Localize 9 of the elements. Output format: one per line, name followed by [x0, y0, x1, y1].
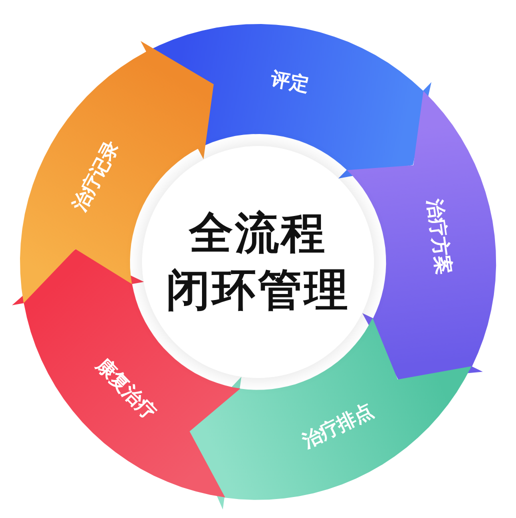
step-label: 治疗排点	[298, 398, 378, 455]
step-label: 评定	[268, 66, 311, 98]
step-label: 治疗记录	[68, 136, 125, 216]
step-label: 治疗方案	[422, 197, 456, 276]
arrow-segment	[189, 318, 472, 510]
step-label: 康复治疗	[91, 353, 162, 426]
center-title: 闭环管理	[166, 264, 350, 318]
center-title: 全流程	[189, 206, 327, 261]
arrow-segment	[346, 90, 496, 380]
